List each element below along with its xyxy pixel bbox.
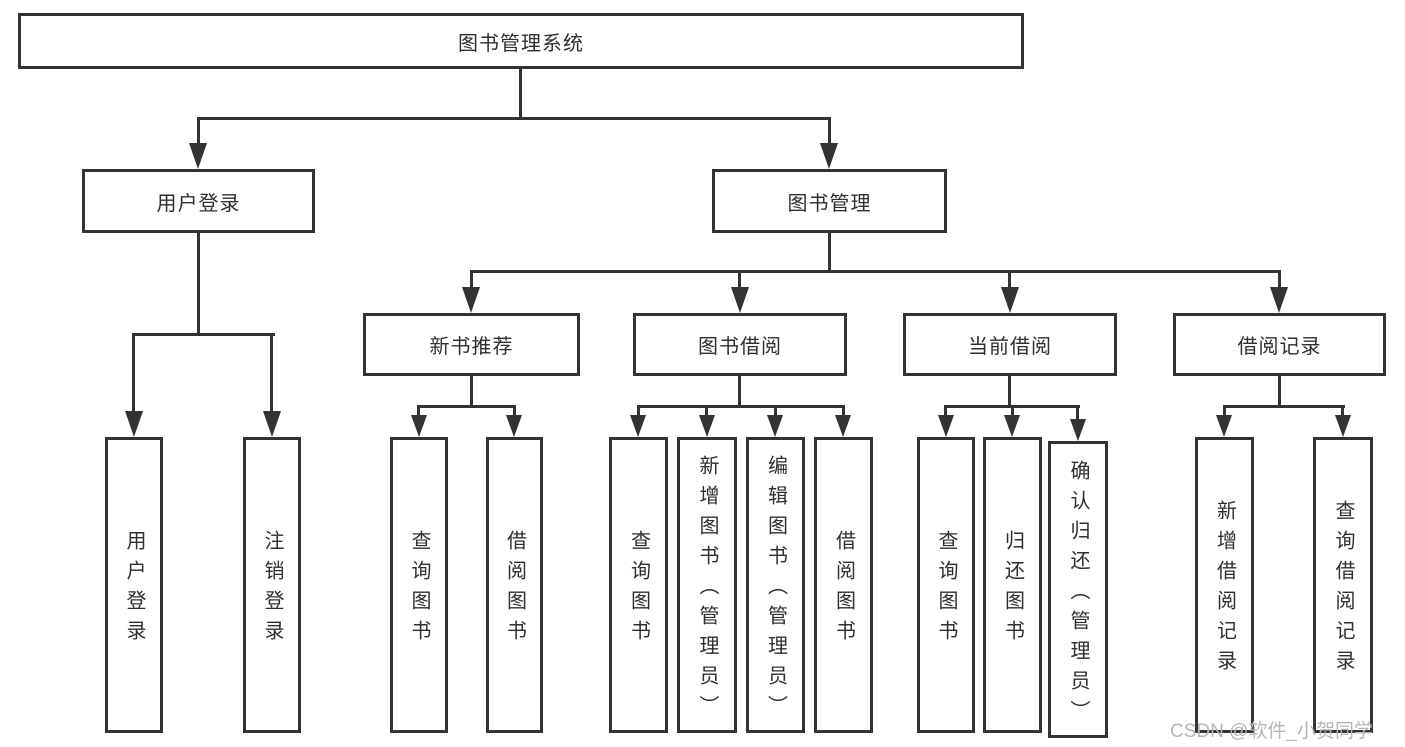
connector-line (1076, 405, 1079, 420)
connector-line (513, 405, 516, 418)
csdn-watermark: CSDN @软件_小贺同学 (1170, 721, 1373, 742)
connector-line (1008, 270, 1011, 290)
leaf-borrow-books-label: 借阅图书 (832, 530, 855, 650)
leaf-add-books-admin: 新增图书（管理员） (677, 437, 737, 733)
arrow-down (1216, 415, 1232, 437)
node-new-book-recommend-label: 新书推荐 (429, 336, 514, 358)
arrow-down (189, 143, 207, 169)
leaf-query-books-recommend-label: 查询图书 (408, 530, 430, 650)
leaf-user-login-label: 用户登录 (123, 530, 145, 650)
node-book-management-label: 图书管理 (787, 192, 872, 215)
leaf-add-borrow-record-label: 新增借阅记录 (1213, 500, 1236, 680)
arrow-down (462, 287, 480, 313)
connector-line (197, 233, 200, 335)
node-current-borrow: 当前借阅 (903, 313, 1117, 376)
leaf-query-books-borrow: 查询图书 (609, 437, 668, 733)
connector-line (470, 270, 473, 290)
connector-line (1278, 376, 1281, 407)
connector-line (637, 405, 640, 418)
leaf-borrow-books: 借阅图书 (814, 437, 873, 733)
connector-line (738, 376, 741, 407)
node-new-book-recommend: 新书推荐 (363, 313, 580, 376)
leaf-query-books-recommend: 查询图书 (390, 437, 448, 733)
arrow-down (820, 143, 838, 169)
node-book-borrow-label: 图书借阅 (698, 336, 782, 358)
leaf-query-books-current: 查询图书 (917, 437, 975, 733)
node-book-borrow: 图书借阅 (633, 313, 847, 376)
leaf-add-borrow-record: 新增借阅记录 (1195, 437, 1254, 733)
node-user-login: 用户登录 (82, 169, 315, 233)
connector-line (470, 376, 473, 407)
connector-line (738, 270, 741, 290)
arrow-down (835, 415, 851, 437)
arrow-down (263, 411, 281, 437)
leaf-add-books-admin-label: 新增图书（管理员） (696, 455, 718, 725)
connector-line (944, 405, 947, 418)
leaf-edit-books-admin-label: 编辑图书（管理员） (764, 455, 787, 725)
connector-line (270, 333, 273, 413)
connector-line (417, 405, 420, 418)
leaf-return-books-label: 归还图书 (1001, 530, 1024, 650)
connector-line (470, 270, 1281, 273)
connector-line (774, 405, 777, 418)
connector-line (417, 405, 516, 408)
leaf-edit-books-admin: 编辑图书（管理员） (746, 437, 805, 733)
connector-line (1008, 376, 1011, 407)
connector-line (197, 117, 200, 145)
connector-line (197, 117, 831, 120)
arrow-down (699, 415, 715, 437)
connector-line (132, 333, 275, 336)
connector-line (1341, 405, 1344, 418)
arrow-down (938, 415, 954, 437)
leaf-return-books: 归还图书 (983, 437, 1042, 733)
leaf-borrow-books-recommend: 借阅图书 (486, 437, 543, 733)
node-current-borrow-label: 当前借阅 (968, 336, 1052, 358)
arrow-down (125, 411, 143, 437)
leaf-logout: 注销登录 (243, 437, 301, 733)
node-root-label: 图书管理系统 (458, 32, 584, 55)
connector-line (705, 405, 708, 418)
leaf-query-borrow-record: 查询借阅记录 (1313, 437, 1373, 733)
arrow-down (1001, 287, 1019, 313)
connector-line (1223, 405, 1226, 418)
arrow-down (1070, 419, 1086, 441)
arrow-down (630, 415, 646, 437)
leaf-query-books-borrow-label: 查询图书 (627, 530, 650, 650)
leaf-user-login: 用户登录 (105, 437, 163, 733)
node-root: 图书管理系统 (18, 13, 1024, 69)
connector-line (1223, 405, 1345, 408)
node-user-login-label: 用户登录 (156, 192, 241, 215)
leaf-confirm-return-admin: 确认归还（管理员） (1048, 441, 1108, 738)
arrow-down (1335, 415, 1351, 437)
node-borrow-records-label: 借阅记录 (1237, 336, 1322, 358)
arrow-down (411, 415, 427, 437)
leaf-borrow-books-recommend-label: 借阅图书 (503, 530, 526, 650)
arrow-down (731, 287, 749, 313)
arrow-down (1004, 415, 1020, 437)
node-borrow-records: 借阅记录 (1173, 313, 1386, 376)
leaf-confirm-return-admin-label: 确认归还（管理员） (1067, 459, 1089, 730)
arrow-down (506, 415, 522, 437)
leaf-query-books-current-label: 查询图书 (935, 530, 957, 650)
connector-line (132, 333, 135, 413)
arrow-down (1270, 287, 1288, 313)
connector-line (519, 69, 522, 119)
connector-line (1011, 405, 1014, 418)
connector-line (828, 117, 831, 145)
connector-line (828, 233, 831, 272)
connector-line (637, 405, 845, 408)
arrow-down (767, 415, 783, 437)
leaf-query-borrow-record-label: 查询借阅记录 (1332, 500, 1354, 680)
connector-line (1278, 270, 1281, 290)
leaf-logout-label: 注销登录 (261, 530, 283, 650)
node-book-management: 图书管理 (712, 169, 947, 233)
connector-line (842, 405, 845, 418)
